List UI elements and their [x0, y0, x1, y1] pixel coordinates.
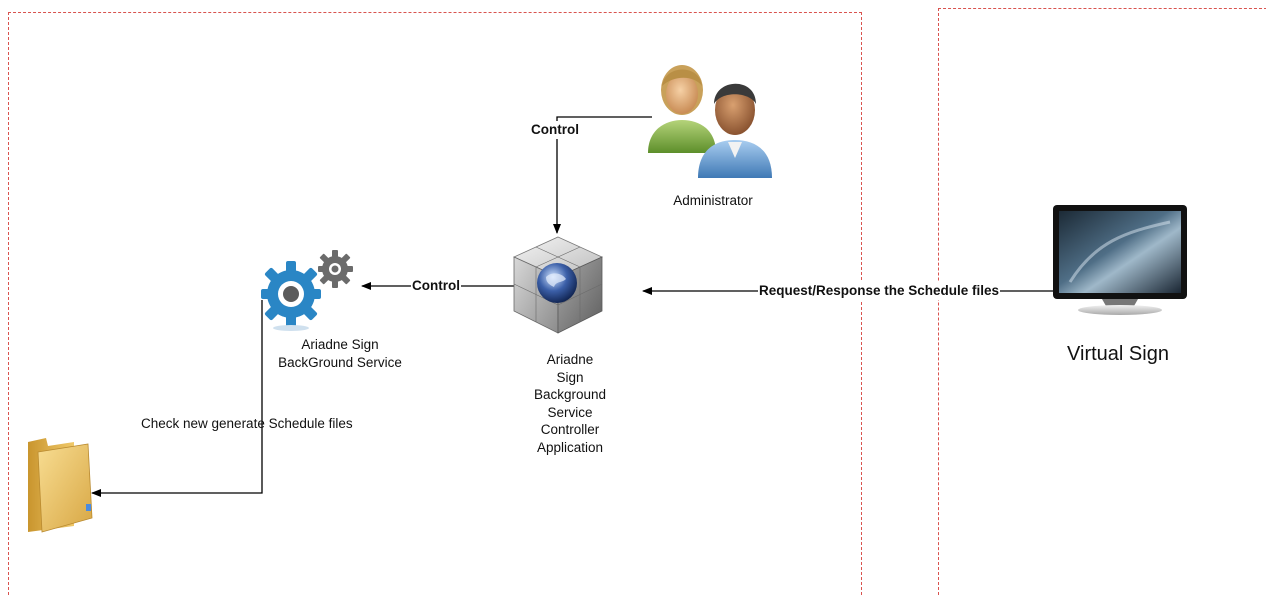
- admin-control-connector: [553, 116, 652, 234]
- control-label-service: Control: [411, 277, 461, 295]
- controller-label-line: Application: [536, 439, 604, 455]
- right-zone-boundary: [938, 8, 1266, 595]
- service-label-line: Ariadne Sign: [301, 337, 379, 352]
- controller-label-line: Background: [533, 387, 607, 402]
- controller-cube-icon: [510, 233, 606, 337]
- controller-label-line: Service: [547, 404, 593, 420]
- gears-icon: [258, 246, 358, 332]
- service-label-line: BackGround Service: [278, 354, 402, 370]
- controller-label: Ariadne Sign Background Service Controll…: [515, 351, 625, 456]
- folder-connector: [91, 300, 263, 497]
- check-files-label: Check new generate Schedule files: [141, 416, 353, 431]
- controller-label-line: Sign: [556, 369, 584, 385]
- monitor-icon: [1050, 202, 1190, 320]
- service-label: Ariadne Sign BackGround Service: [255, 336, 425, 371]
- virtual-sign-label: Virtual Sign: [1067, 343, 1169, 365]
- control-label-admin: Control: [530, 121, 580, 139]
- folder-icon: [22, 434, 98, 534]
- controller-label-line: Controller: [540, 422, 600, 437]
- left-zone-boundary: [8, 12, 862, 595]
- controller-label-line: Ariadne: [546, 352, 594, 367]
- administrator-icon: [640, 58, 780, 180]
- request-response-label: Request/Response the Schedule files: [758, 282, 1001, 300]
- administrator-label: Administrator: [673, 193, 753, 208]
